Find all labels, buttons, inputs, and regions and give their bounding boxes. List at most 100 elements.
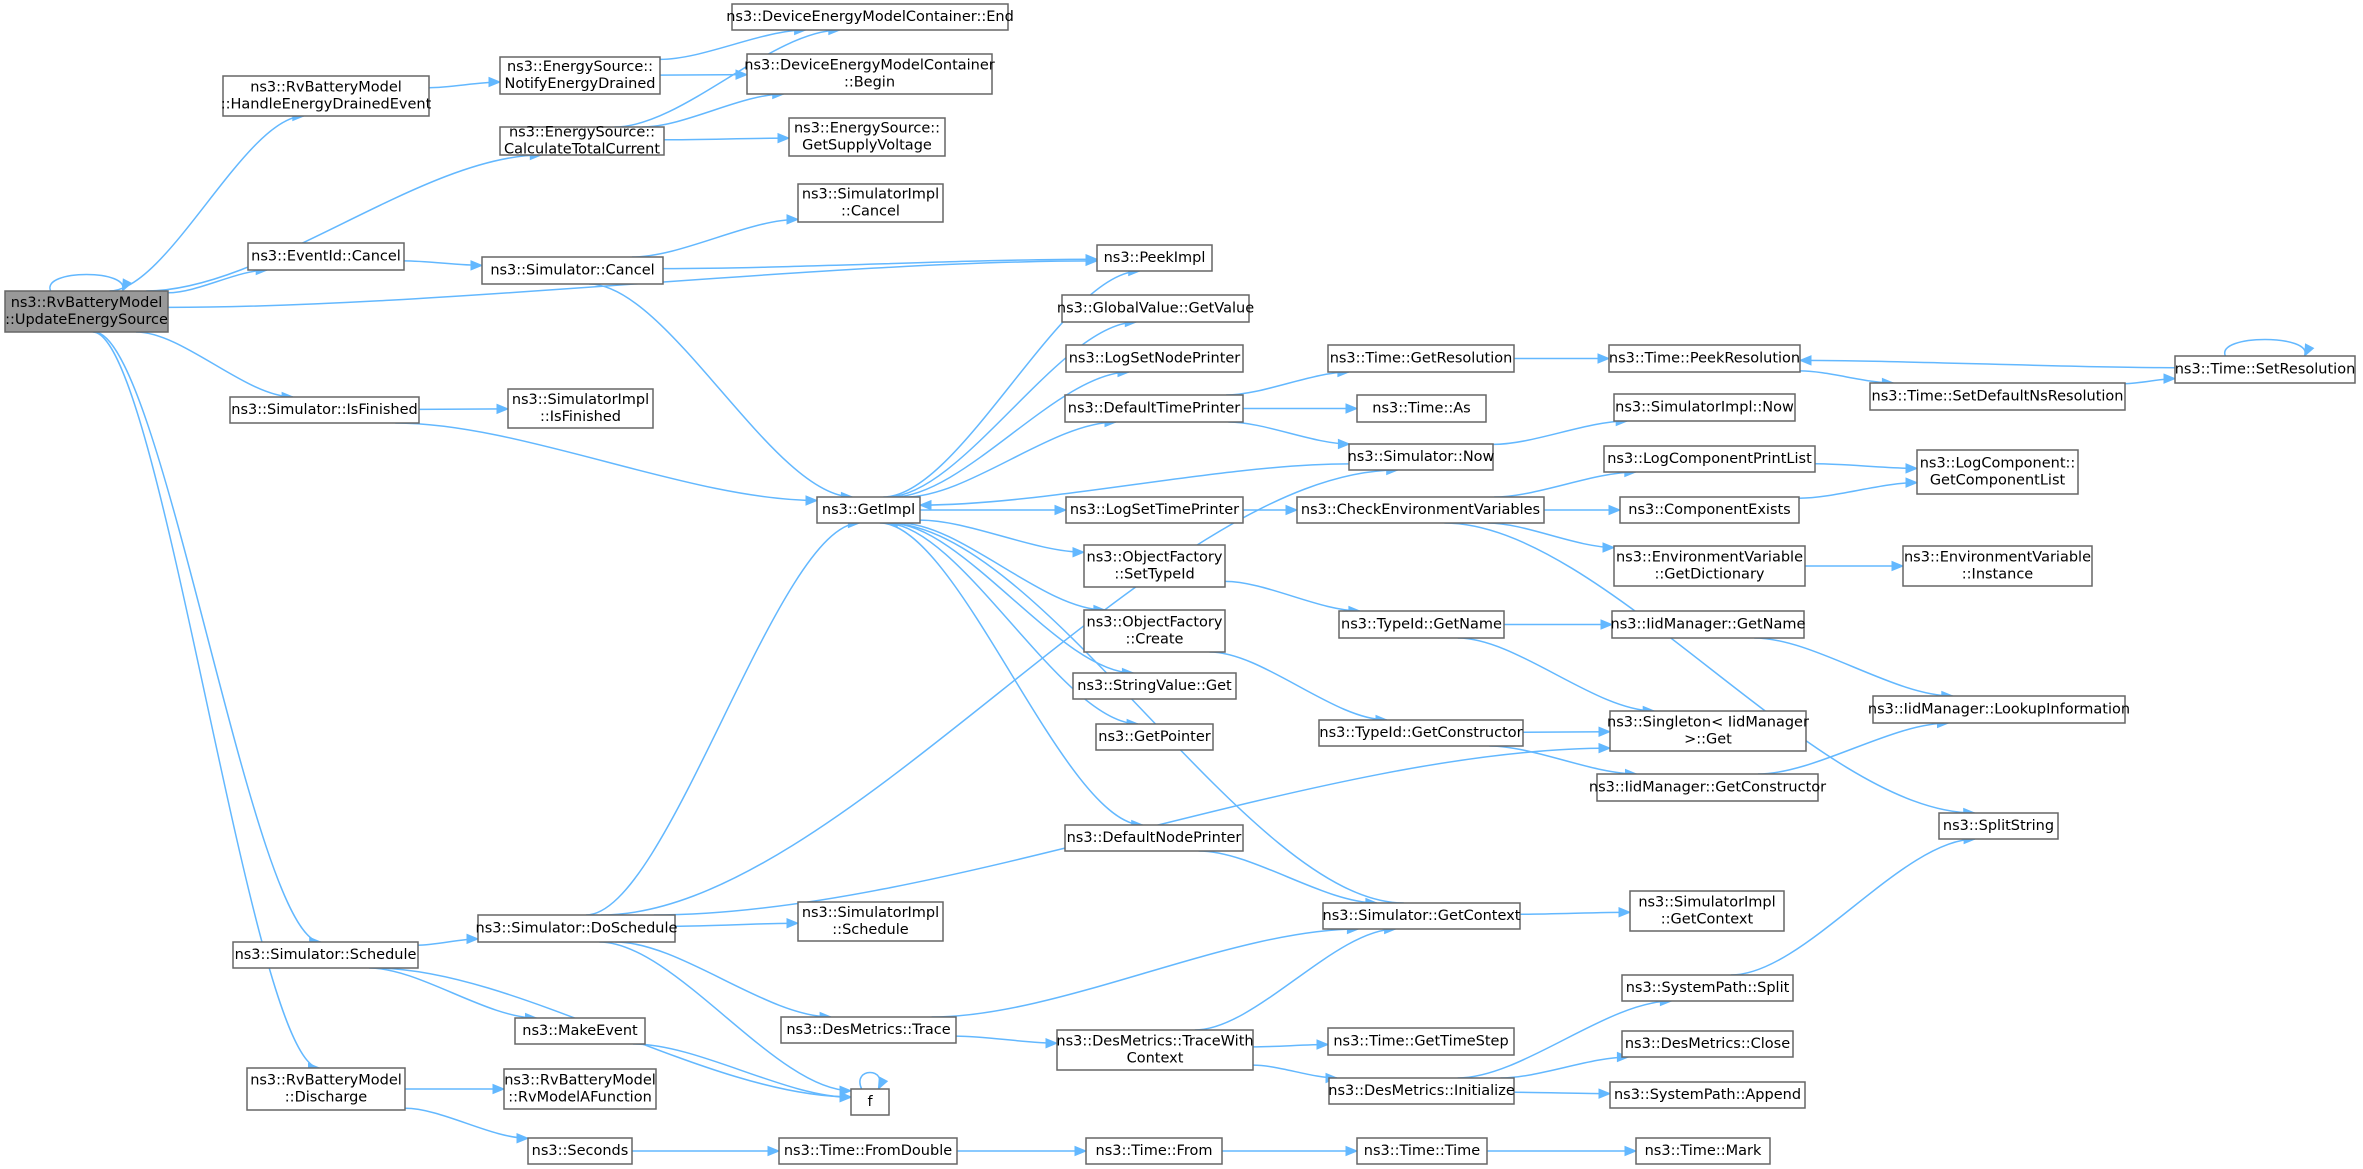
node-discharge[interactable]: ns3::RvBatteryModel::Discharge [246,1067,406,1111]
node-gvGetValue[interactable]: ns3::GlobalValue::GetValue [1057,294,1254,323]
node-tidGetName[interactable]: ns3::TypeId::GetName [1338,610,1505,639]
node-timeFrom[interactable]: ns3::Time::From [1085,1137,1223,1165]
node-label: ns3::GlobalValue::GetValue [1057,301,1254,317]
node-box [1608,344,1801,373]
node-iidGetCtor[interactable]: ns3::IidManager::GetConstructor [1589,773,1826,802]
edge-arrowhead [1345,403,1359,414]
node-getResolution[interactable]: ns3::Time::GetResolution [1327,344,1515,373]
edge-line [674,922,799,927]
node-isFinished[interactable]: ns3::Simulator::IsFinished [229,396,420,424]
node-label: ns3::Time::From [1096,1143,1213,1159]
node-splitString[interactable]: ns3::SplitString [1938,812,2059,840]
node-logSetNode[interactable]: ns3::LogSetNodePrinter [1065,344,1244,373]
node-label: ns3::EnergySource:: [507,59,653,75]
node-notifyDrained[interactable]: ns3::EnergySource::NotifyEnergyDrained [499,56,661,95]
node-calcTotal[interactable]: ns3::EnergySource::CalculateTotalCurrent [499,125,665,158]
node-box [1869,382,2126,411]
node-setDefNs[interactable]: ns3::Time::SetDefaultNsResolution [1869,382,2126,411]
node-box [1611,610,1805,639]
node-rvModelA[interactable]: ns3::RvBatteryModel::RvModelAFunction [503,1068,657,1110]
node-box [788,117,946,157]
node-label: ns3::IidManager::GetConstructor [1589,780,1826,796]
node-singletonGet[interactable]: ns3::Singleton< IidManager>::Get [1607,710,1809,752]
node-timeAs[interactable]: ns3::Time::As [1356,394,1487,423]
edge-line [1799,359,2176,369]
node-logSetTime[interactable]: ns3::LogSetTimePrinter [1065,496,1244,524]
node-checkEnv[interactable]: ns3::CheckEnvironmentVariables [1296,496,1545,524]
edge-line [1226,371,1349,396]
edge-arrowhead [1624,1145,1638,1157]
node-compExists[interactable]: ns3::ComponentExists [1619,496,1800,524]
edge-line [662,258,1098,270]
node-simCancel[interactable]: ns3::Simulator::Cancel [481,256,664,285]
node-box [222,75,430,117]
node-envGetDict[interactable]: ns3::EnvironmentVariable::GetDictionary [1613,545,1806,587]
edge-line [109,115,304,292]
edge-line [889,522,1134,674]
node-defNodePrinter[interactable]: ns3::DefaultNodePrinter [1064,824,1244,852]
node-schedule[interactable]: ns3::Simulator::Schedule [232,941,419,969]
node-label: f [867,1094,873,1110]
node-simNow[interactable]: ns3::Simulator::Now [1348,443,1495,471]
node-f[interactable]: f [850,1088,890,1116]
node-handleDrained[interactable]: ns3::RvBatteryModel::HandleEnergyDrained… [221,75,432,117]
node-root[interactable]: ns3::RvBatteryModel::UpdateEnergySource [4,290,169,333]
node-seconds[interactable]: ns3::Seconds [527,1137,633,1165]
edge-arrowhead [2163,373,2177,384]
node-getPointer[interactable]: ns3::GetPointer [1095,723,1214,751]
node-iidGetName[interactable]: ns3::IidManager::GetName [1611,610,1806,639]
node-supplyV[interactable]: ns3::EnergySource::GetSupplyVoltage [788,117,946,157]
node-implIsFinished[interactable]: ns3::SimulatorImpl::IsFinished [507,388,654,429]
node-makeEvent[interactable]: ns3::MakeEvent [514,1017,646,1045]
edge-line [899,522,1105,611]
node-getImpl[interactable]: ns3::GetImpl [816,496,921,524]
node-fromDouble[interactable]: ns3::Time::FromDouble [778,1137,958,1165]
node-dcBegin[interactable]: ns3::DeviceEnergyModelContainer::Begin [744,53,995,95]
node-box [246,1067,406,1111]
node-peekImpl[interactable]: ns3::PeekImpl [1096,244,1213,272]
edge-line [1522,730,1611,734]
node-desInit[interactable]: ns3::DesMetrics::Initialize [1328,1077,1515,1105]
node-label: ns3::EnergySource:: [509,125,655,141]
edge-line [146,154,542,292]
node-setRes[interactable]: ns3::Time::SetResolution [2174,355,2356,384]
edge-arrowhead [1602,542,1616,553]
node-getTimeStep[interactable]: ns3::Time::GetTimeStep [1327,1027,1515,1056]
node-logCompPrint[interactable]: ns3::LogComponentPrintList [1603,445,1816,473]
node-svGet[interactable]: ns3::StringValue::Get [1072,672,1237,700]
node-box [1083,544,1226,588]
node-logCompGetList[interactable]: ns3::LogComponent::GetComponentList [1916,449,2079,495]
node-peekRes[interactable]: ns3::Time::PeekResolution [1608,344,1801,373]
node-implSchedule[interactable]: ns3::SimulatorImpl::Schedule [797,901,944,942]
node-timeTime[interactable]: ns3::Time::Time [1356,1137,1488,1165]
edge-line [418,408,509,411]
node-implGetContext[interactable]: ns3::SimulatorImpl::GetContext [1629,890,1785,932]
node-envInstance[interactable]: ns3::EnvironmentVariable::Instance [1902,545,2093,587]
node-defTimePrinter[interactable]: ns3::DefaultTimePrinter [1064,394,1244,423]
node-ofSetTypeId[interactable]: ns3::ObjectFactory::SetTypeId [1083,544,1226,588]
node-spAppend[interactable]: ns3::SystemPath::Append [1609,1081,1806,1109]
node-ofCreate[interactable]: ns3::ObjectFactory::Create [1083,609,1226,653]
node-spSplit[interactable]: ns3::SystemPath::Split [1621,974,1794,1002]
node-label: ns3::StringValue::Get [1077,678,1232,694]
node-label: ns3::SimulatorImpl [1638,895,1775,911]
node-timeMark[interactable]: ns3::Time::Mark [1635,1137,1771,1165]
node-label: ::SetTypeId [1114,567,1194,583]
edge-logCompPrint-to-logCompGetList [1814,463,1919,474]
edge-arrowhead [777,132,791,144]
node-evCancel[interactable]: ns3::EventId::Cancel [247,242,405,271]
node-desClose[interactable]: ns3::DesMetrics::Close [1621,1030,1794,1058]
edge-line [585,522,860,916]
node-implNow[interactable]: ns3::SimulatorImpl::Now [1613,393,1796,422]
node-label: ns3::PeekImpl [1104,250,1206,266]
node-simGetContext[interactable]: ns3::Simulator::GetContext [1322,902,1521,930]
node-box [1095,723,1214,751]
node-iidLookup[interactable]: ns3::IidManager::LookupInformation [1868,695,2130,724]
node-implCancel[interactable]: ns3::SimulatorImpl::Cancel [797,183,944,223]
node-doSchedule[interactable]: ns3::Simulator::DoSchedule [476,914,678,943]
node-label: ns3::Time::PeekResolution [1609,351,1800,367]
node-dcEnd[interactable]: ns3::DeviceEnergyModelContainer::End [726,3,1014,31]
node-tidGetCtor[interactable]: ns3::TypeId::GetConstructor [1318,719,1524,747]
node-desTrace[interactable]: ns3::DesMetrics::Trace [780,1016,957,1044]
